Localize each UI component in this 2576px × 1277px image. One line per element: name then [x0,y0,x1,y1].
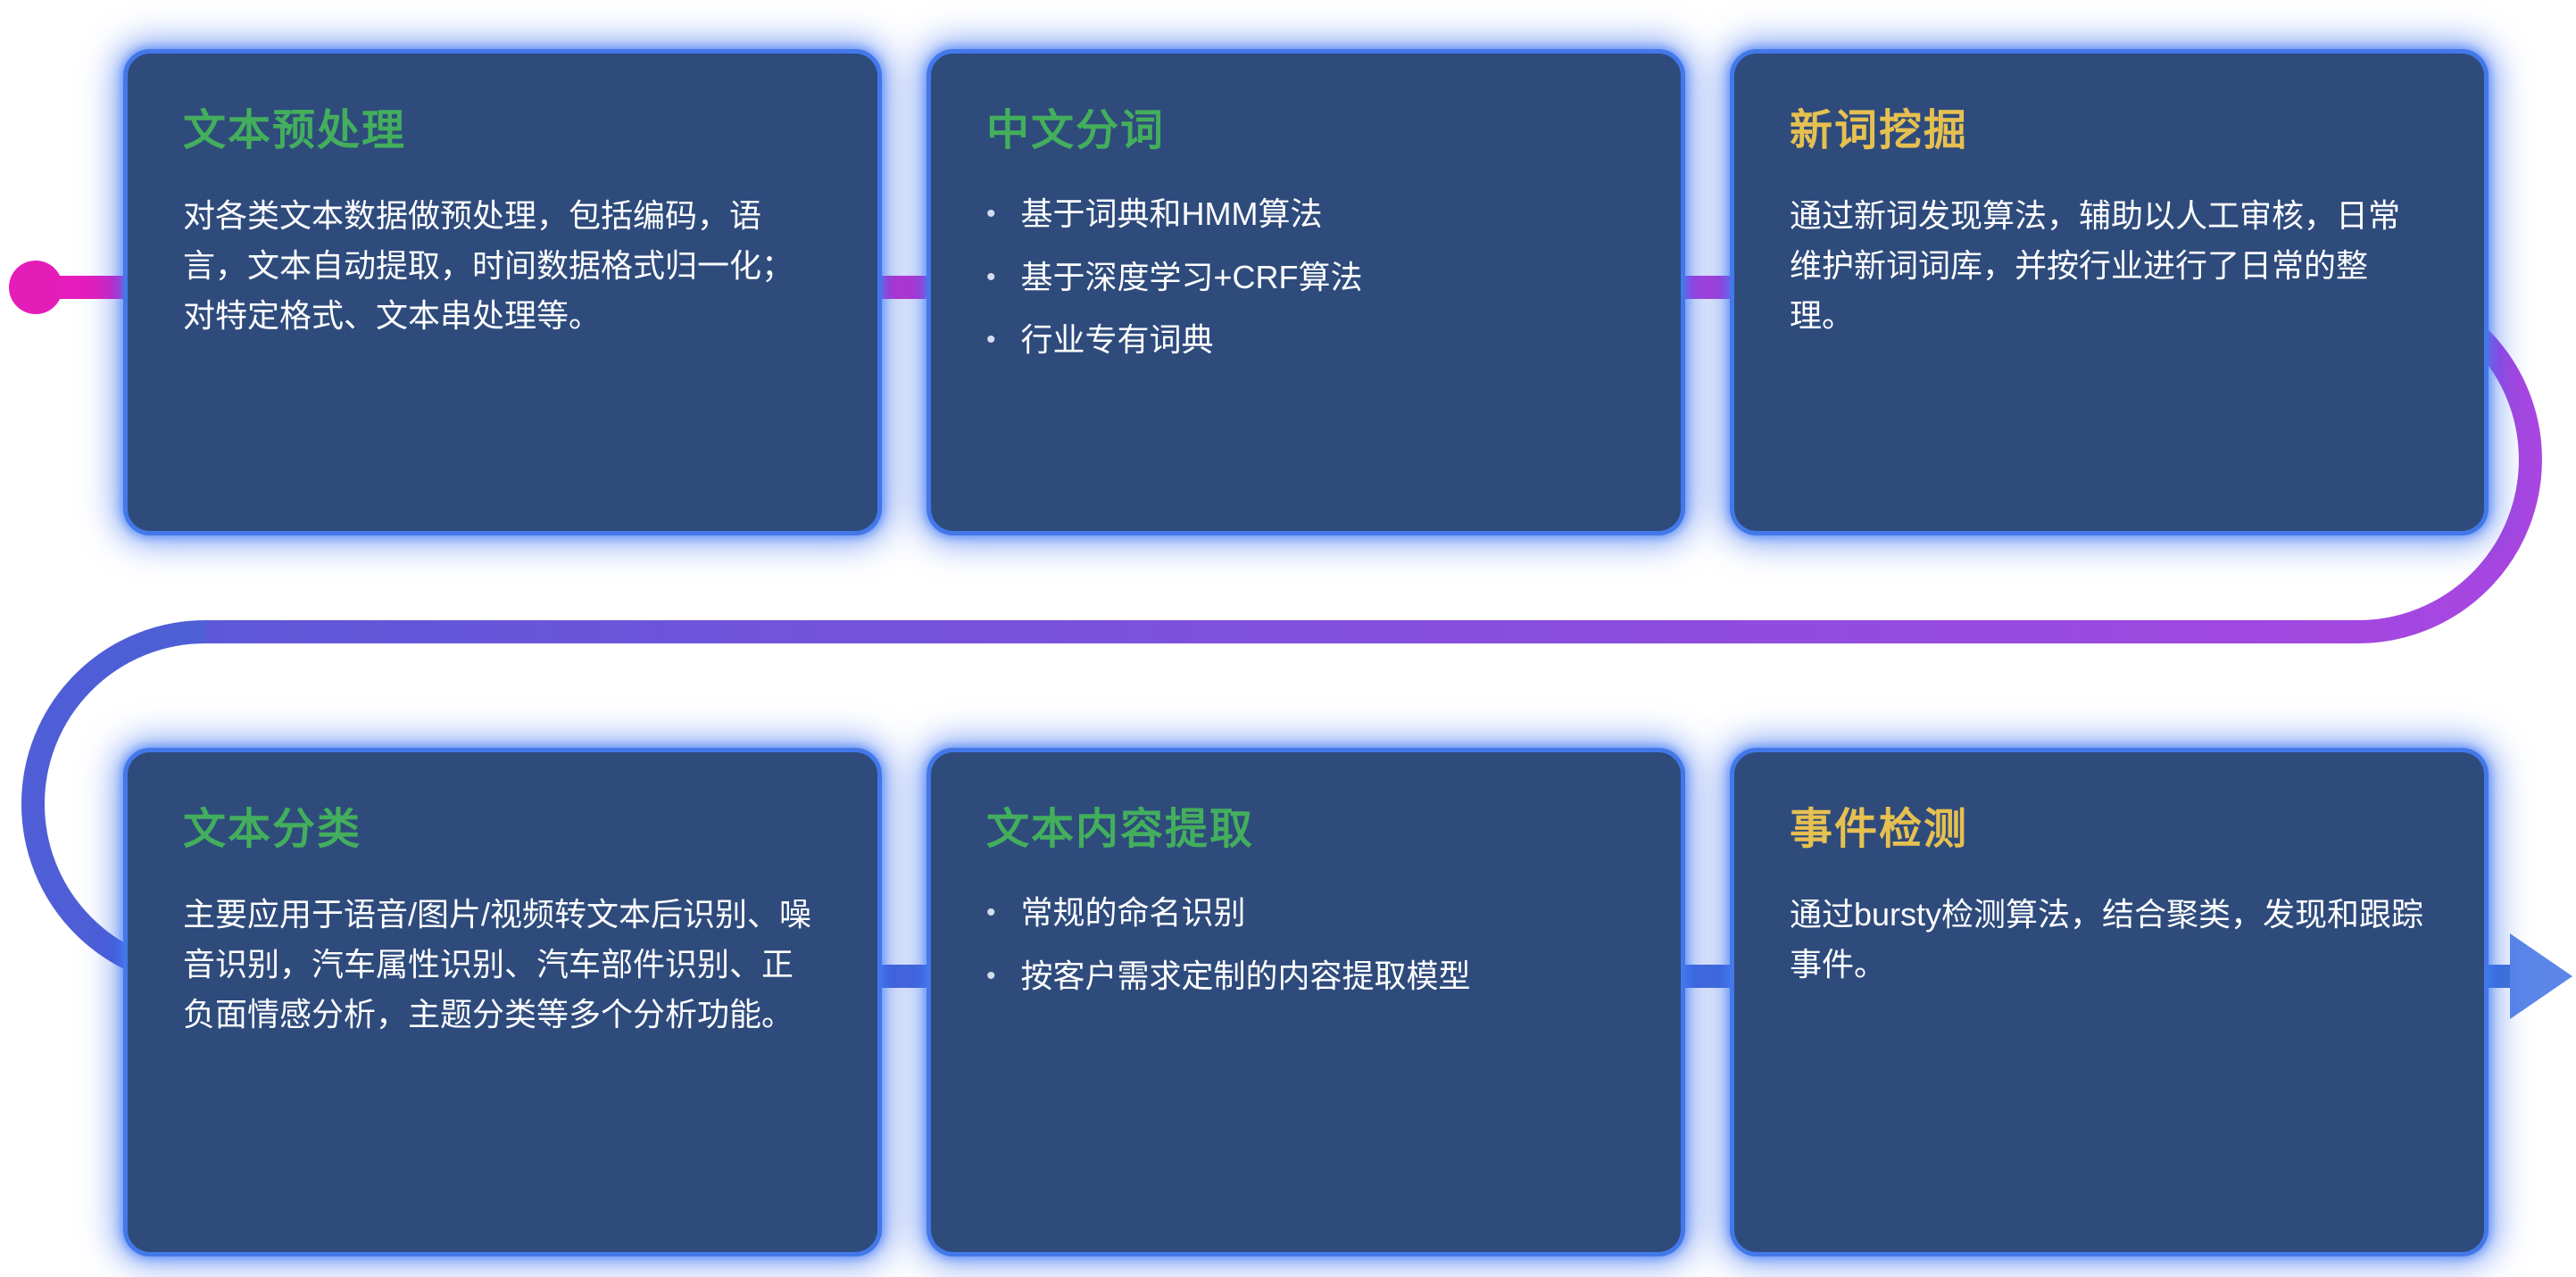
card-title: 文本分类 [183,806,362,853]
card-text-content-extraction: 文本内容提取 • 常规的命名识别 • 按客户需求定制的内容提取模型 [927,748,1685,1256]
card-title: 文本内容提取 [986,806,1255,853]
card-description: 通过新词发现算法，辅助以人工审核，日常维护新词词库，并按行业进行了日常的整理。 [1790,197,2401,334]
card-title: 事件检测 [1790,806,1969,853]
bullet-list: • 常规的命名识别 • 按客户需求定制的内容提取模型 [986,890,1625,999]
card-description: 主要应用于语音/图片/视频转文本后识别、噪音识别，汽车属性识别、汽车部件识别、正… [183,896,812,1032]
list-item: • 基于深度学习+CRF算法 [986,254,1625,302]
list-item: • 基于词典和HMM算法 [986,191,1625,238]
list-item-text: 常规的命名识别 [1020,894,1246,931]
card-event-detection: 事件检测 通过bursty检测算法，结合聚类，发现和跟踪事件。 [1730,748,2489,1256]
list-item-text: 基于词典和HMM算法 [1020,195,1323,232]
card-title: 中文分词 [986,107,1166,154]
card-description: 对各类文本数据做预处理，包括编码，语言，文本自动提取，时间数据格式归一化；对特定… [183,197,794,334]
card-title: 新词挖掘 [1790,107,1969,154]
list-item: • 常规的命名识别 [986,890,1625,937]
list-item-text: 按客户需求定制的内容提取模型 [1020,957,1471,994]
card-chinese-word-segmentation: 中文分词 • 基于词典和HMM算法 • 基于深度学习+CRF算法 • 行业专有词… [927,49,1685,535]
list-item: • 按客户需求定制的内容提取模型 [986,953,1625,1000]
card-title: 文本预处理 [183,107,407,154]
bullet-list: • 基于词典和HMM算法 • 基于深度学习+CRF算法 • 行业专有词典 [986,191,1625,364]
list-item-text: 行业专有词典 [1020,321,1214,358]
card-text-preprocessing: 文本预处理 对各类文本数据做预处理，包括编码，语言，文本自动提取，时间数据格式归… [123,49,882,535]
list-item: • 行业专有词典 [986,317,1625,364]
card-description: 通过bursty检测算法，结合聚类，发现和跟踪事件。 [1790,896,2424,983]
bullet-icon: • [986,325,996,354]
bullet-icon: • [986,199,996,228]
card-text-classification: 文本分类 主要应用于语音/图片/视频转文本后识别、噪音识别，汽车属性识别、汽车部… [123,748,882,1256]
bullet-icon: • [986,898,996,927]
flow-arrowhead-icon [2510,933,2572,1019]
flow-start-dot-icon [9,261,62,314]
card-new-word-mining: 新词挖掘 通过新词发现算法，辅助以人工审核，日常维护新词词库，并按行业进行了日常… [1730,49,2489,535]
bullet-icon: • [986,960,996,991]
list-item-text: 基于深度学习+CRF算法 [1020,258,1363,295]
bullet-icon: • [986,261,996,292]
